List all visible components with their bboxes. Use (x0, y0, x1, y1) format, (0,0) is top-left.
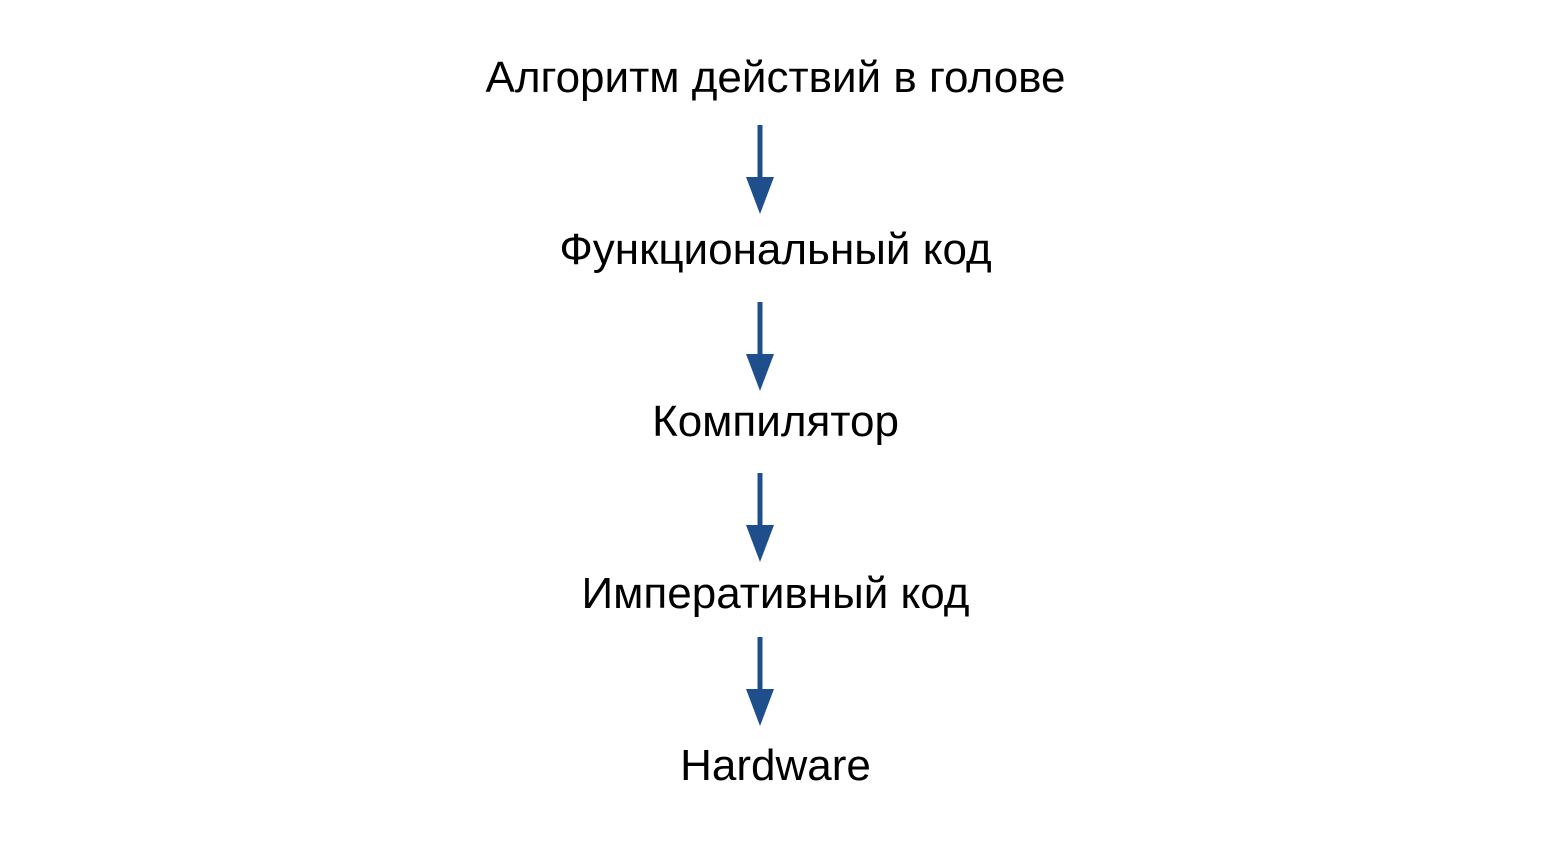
arrow-down-icon (745, 125, 775, 214)
node-hardware: Hardware (680, 741, 871, 790)
arrow-down-icon (745, 473, 775, 562)
node-functional-code: Функциональный код (559, 225, 992, 274)
node-compiler: Компилятор (652, 397, 899, 446)
node-imperative-code: Императивный код (581, 569, 970, 618)
arrow-down-icon (745, 637, 775, 726)
node-algorithm-in-head: Алгоритм действий в голове (485, 53, 1066, 102)
arrow-down-icon (745, 302, 775, 391)
